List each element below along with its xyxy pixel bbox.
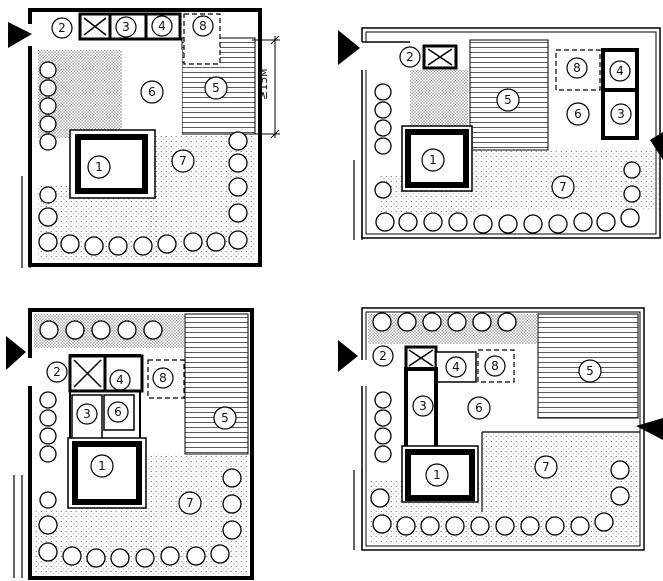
svg-text:6: 6 (574, 107, 582, 121)
svg-text:6: 6 (475, 401, 483, 415)
plot-boundary (28, 308, 254, 580)
zone-label: 4 (109, 369, 131, 391)
zone-label: 6 (467, 396, 491, 420)
svg-text:1: 1 (98, 459, 106, 473)
house (75, 134, 148, 194)
zone-label: 2 (399, 46, 421, 68)
plan-bottom-left (6, 308, 254, 580)
entrance-arrow-icon (338, 30, 360, 65)
svg-text:5: 5 (221, 411, 229, 425)
zone-label: 8 (566, 57, 588, 79)
zone-label: 8 (192, 15, 214, 37)
plot-boundary-inner (365, 311, 641, 547)
rear-entrance-arrow-icon (636, 418, 663, 440)
svg-text:8: 8 (491, 359, 499, 373)
svg-text:2: 2 (58, 21, 66, 35)
plot-boundary (361, 27, 661, 239)
svg-text:2: 2 (53, 365, 61, 379)
zone-label: 2 (46, 361, 68, 383)
outbuilding-cross (422, 44, 458, 70)
entrance-arrow-icon (6, 336, 26, 370)
svg-text:6: 6 (148, 85, 156, 99)
dimension-label: ≥15м (257, 68, 270, 100)
zone-label: 7 (551, 175, 575, 199)
zone-label: 7 (178, 491, 202, 515)
zone-label: 3 (412, 395, 434, 417)
svg-text:3: 3 (122, 20, 130, 34)
zone-label: 2 (372, 345, 394, 367)
zone-label: 4 (151, 15, 173, 37)
svg-text:5: 5 (504, 93, 512, 107)
svg-text:5: 5 (586, 364, 594, 378)
zone-label: 4 (445, 356, 467, 378)
plan-bottom-right (338, 307, 663, 551)
svg-text:7: 7 (559, 180, 567, 194)
entrance-arrow-icon (338, 340, 358, 372)
svg-text:4: 4 (616, 64, 624, 78)
svg-text:6: 6 (114, 405, 122, 419)
zone-label: 1 (90, 454, 114, 478)
svg-text:5: 5 (212, 81, 220, 95)
svg-text:1: 1 (429, 153, 437, 167)
zone-label: 3 (115, 16, 137, 38)
zone-label: 8 (484, 355, 506, 377)
svg-text:3: 3 (419, 399, 427, 413)
zone-label: 8 (152, 367, 174, 389)
svg-text:7: 7 (186, 496, 194, 510)
zone-label: 5 (204, 76, 228, 100)
planned-building (477, 349, 515, 383)
zone-label: 5 (213, 406, 237, 430)
zone-label: 1 (425, 463, 449, 487)
svg-text:3: 3 (83, 407, 91, 421)
zone-label: 5 (578, 359, 602, 383)
outbuilding (601, 48, 639, 92)
zone-label: 1 (421, 148, 445, 172)
svg-text:8: 8 (573, 61, 581, 75)
svg-text:2: 2 (379, 349, 387, 363)
svg-text:1: 1 (433, 468, 441, 482)
zone-label: 6 (140, 80, 164, 104)
tree-row (370, 312, 630, 536)
svg-text:2: 2 (406, 50, 414, 64)
zone-label: 7 (534, 455, 558, 479)
svg-text:1: 1 (95, 160, 103, 174)
entrance-gap (8, 358, 50, 386)
entrance-arrow-icon (8, 22, 32, 48)
zone-label: 6 (566, 102, 590, 126)
plot-boundary-inner (365, 31, 657, 235)
zone-label: 2 (51, 17, 73, 39)
svg-text:4: 4 (116, 373, 124, 387)
vegetable-beds (184, 313, 249, 455)
zone-label: 3 (76, 403, 98, 425)
svg-text:8: 8 (159, 371, 167, 385)
zone-label: 5 (496, 88, 520, 112)
svg-text:3: 3 (617, 107, 625, 121)
zone-label: 1 (87, 155, 111, 179)
plan-top-left: ≥15м (8, 8, 280, 268)
tree-row (38, 320, 242, 568)
zone-labels: 1 2 3 4 5 6 7 8 1 2 3 4 5 6 7 8 1 2 3 4 … (46, 15, 632, 515)
svg-text:4: 4 (158, 19, 166, 33)
zone-label: 3 (610, 103, 632, 125)
tree-row (38, 61, 248, 256)
plot-boundary (28, 8, 262, 267)
svg-text:7: 7 (179, 154, 187, 168)
svg-text:7: 7 (542, 460, 550, 474)
zone-label: 6 (107, 401, 129, 423)
dense-planting (410, 70, 468, 128)
svg-text:4: 4 (452, 360, 460, 374)
plan-top-right (338, 27, 663, 240)
zone-label: 4 (609, 60, 631, 82)
tree-row (374, 83, 641, 234)
svg-text:8: 8 (199, 19, 207, 33)
zone-label: 7 (171, 149, 195, 173)
